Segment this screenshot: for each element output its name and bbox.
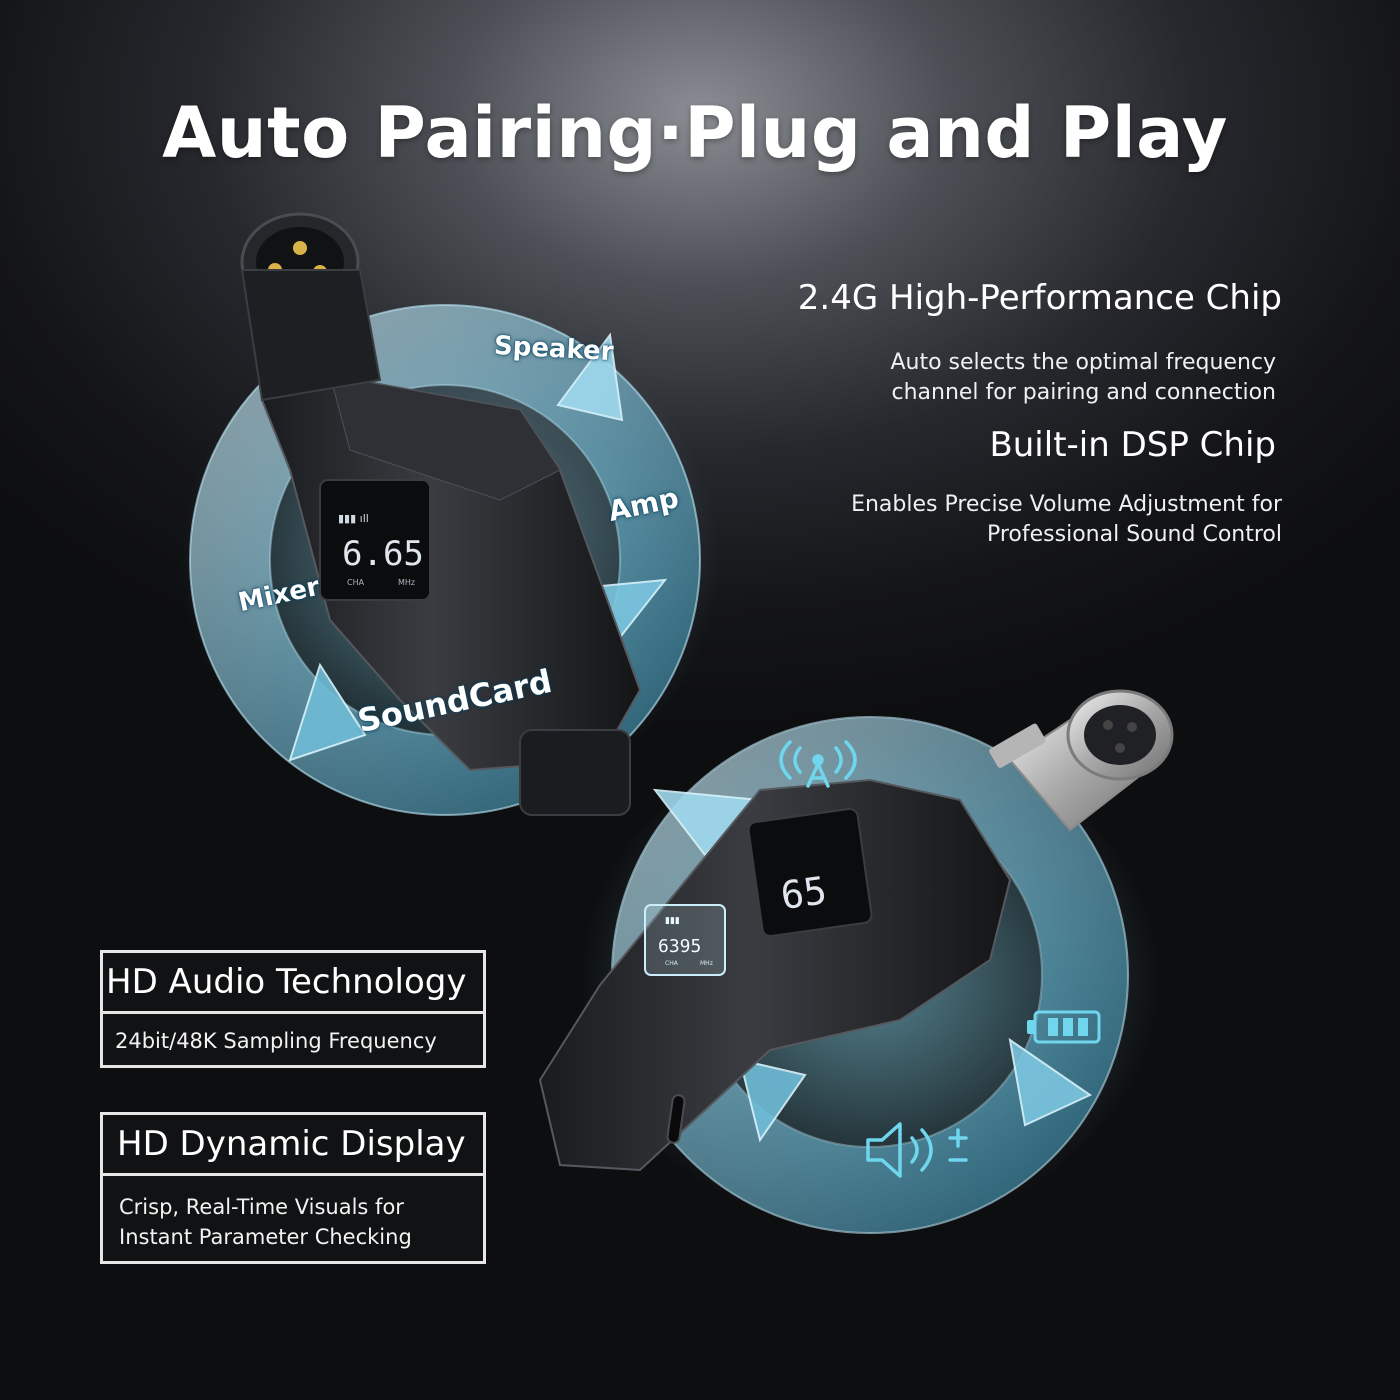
info-box-audio: HD Audio Technology 24bit/48K Sampling F… [100,950,486,1068]
receiver-device: 65 [538,689,1174,1234]
info-box-title: HD Dynamic Display [103,1115,483,1176]
feature-title-chip: 2.4G High-Performance Chip [797,278,1282,318]
transmitter-device: ▮▮▮ ıll 6.65 CHA MHz [180,212,720,816]
feature-desc-chip: Auto selects the optimal frequency chann… [716,348,1276,408]
feature-desc-line: Professional Sound Control [986,522,1282,547]
transmitter-digits: 6.65 [342,534,424,574]
svg-text:▮▮▮: ▮▮▮ [665,916,680,926]
feature-title-dsp: Built-in DSP Chip [989,425,1276,465]
inset-display: ▮▮▮ 6395 CHA MHz [644,904,726,976]
info-box-line: Crisp, Real-Time Visuals for [119,1195,404,1219]
info-box-line: Instant Parameter Checking [119,1225,412,1249]
feature-desc-line: channel for pairing and connection [891,380,1276,405]
info-box-text: Crisp, Real-Time Visuals for Instant Par… [103,1176,483,1252]
svg-text:6395: 6395 [658,936,701,957]
svg-text:MHz: MHz [700,960,713,967]
feature-desc-line: Auto selects the optimal frequency [890,350,1276,375]
feature-desc-dsp: Enables Precise Volume Adjustment for Pr… [682,490,1282,550]
info-box-display: HD Dynamic Display Crisp, Real-Time Visu… [100,1112,486,1264]
antenna-icon [779,740,857,788]
info-box-text: 24bit/48K Sampling Frequency [103,1014,483,1056]
battery-icon [1027,1010,1101,1044]
speaker-volume-icon [866,1122,968,1178]
svg-text:65: 65 [778,868,829,918]
svg-text:CHA: CHA [347,578,365,587]
page-title: Auto Pairing·Plug and Play [162,92,1228,174]
svg-text:CHA: CHA [665,960,679,967]
ring-label-speaker: Speaker [493,330,615,368]
feature-desc-line: Enables Precise Volume Adjustment for [851,492,1282,517]
info-box-line: 24bit/48K Sampling Frequency [115,1029,437,1053]
info-box-title: HD Audio Technology [103,953,483,1014]
svg-text:▮▮▮ ıll: ▮▮▮ ıll [338,512,369,525]
svg-text:MHz: MHz [398,578,415,587]
